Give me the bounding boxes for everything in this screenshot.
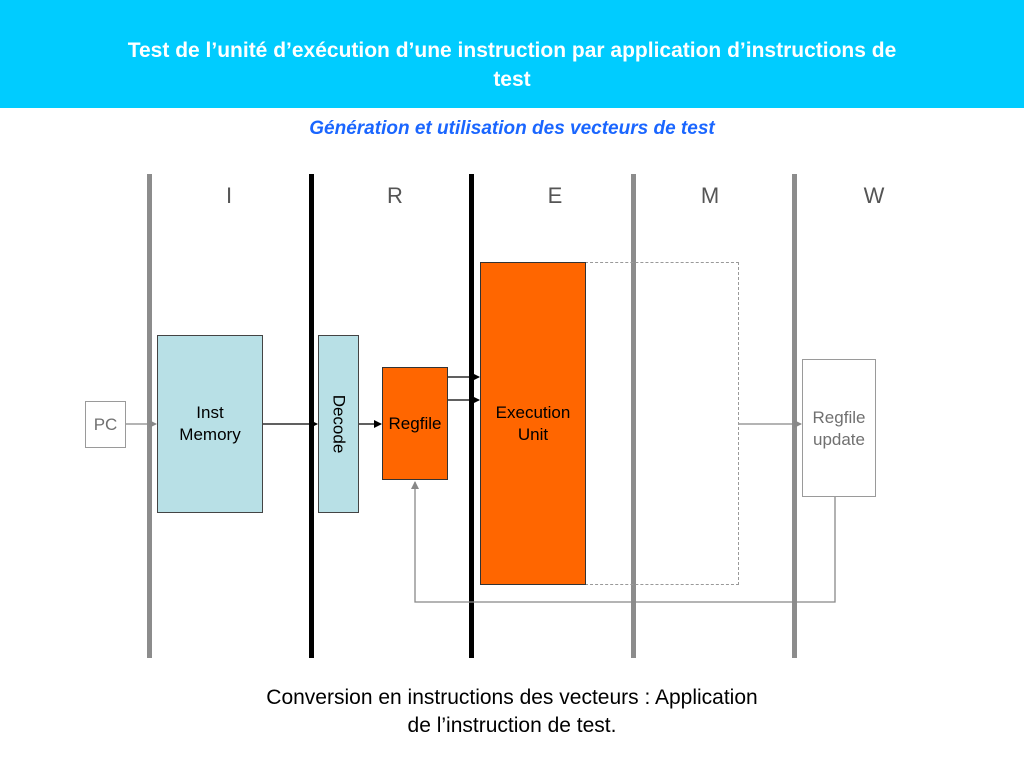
execution-unit-label-line1: Execution	[495, 403, 571, 422]
regfile-label: Regfile	[388, 413, 442, 433]
stage-label-e: E	[547, 183, 563, 208]
page-title: Test de l’unité d’exécution d’une instru…	[127, 39, 897, 91]
execution-unit-dashed-extension	[585, 262, 739, 585]
regfile-update-block: Regfile update	[802, 359, 876, 497]
regfile-block: Regfile	[382, 367, 448, 480]
stage-label-i: I	[225, 183, 233, 208]
stage-separator	[147, 174, 152, 658]
stage-separator	[792, 174, 797, 658]
decode-label: Decode	[329, 394, 349, 454]
writeback-feedback-arrow	[411, 481, 836, 603]
stage-label-m: M	[700, 183, 720, 208]
stage-label-w: W	[863, 183, 885, 208]
pc-block: PC	[85, 401, 126, 448]
stage-label-r: R	[387, 183, 403, 208]
decode-block: Decode	[318, 335, 359, 513]
inst-memory-label-line1: Inst	[196, 403, 224, 422]
regfile-update-label-line2: update	[812, 430, 865, 449]
regfile-update-label-line1: Regfile	[812, 408, 866, 427]
page-subtitle: Génération et utilisation des vecteurs d…	[309, 118, 715, 139]
stage-separator	[309, 174, 314, 658]
stage-separator	[631, 174, 636, 658]
caption-line2: de l’instruction de test.	[407, 714, 617, 737]
pc-label: PC	[93, 414, 118, 434]
inst-memory-label-line2: Memory	[179, 425, 241, 444]
execution-unit-block: Execution Unit	[480, 262, 586, 585]
inst-memory-block: Inst Memory	[157, 335, 263, 513]
slide-caption: Conversion en instructions des vecteurs …	[162, 684, 862, 740]
caption-line1: Conversion en instructions des vecteurs …	[266, 686, 758, 709]
stage-separator	[469, 174, 474, 658]
execution-unit-label-line2: Unit	[517, 425, 549, 444]
title-banner	[0, 0, 1024, 108]
